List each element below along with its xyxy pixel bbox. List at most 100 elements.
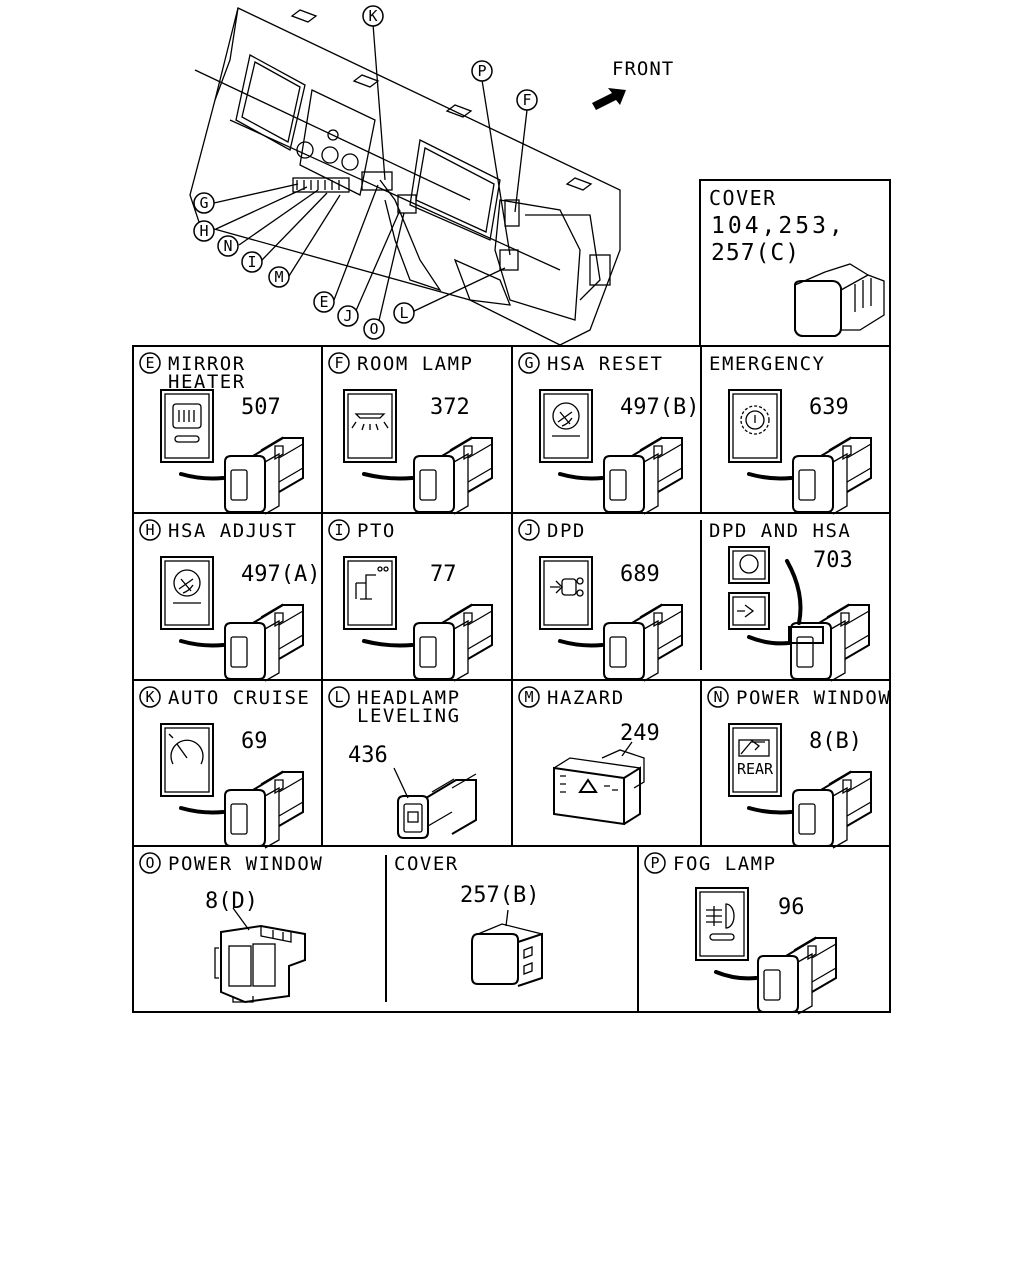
power-window-rear-icon: REAR (728, 723, 782, 797)
switch-body-icon (792, 436, 872, 515)
callout-j: J (337, 305, 359, 327)
panel-title: HSA RESET (547, 353, 663, 375)
panel-title: HSA ADJUST (168, 520, 297, 542)
panel-letter-n: N (707, 686, 729, 708)
panel-letter-n-letter: N (713, 688, 722, 706)
switch-body-icon (224, 603, 304, 682)
panel-letter-e-letter: E (145, 354, 154, 372)
part-number: 703 (813, 548, 853, 573)
panel-title-line2: HEATER (168, 371, 246, 393)
auto-cruise-icon (160, 723, 214, 797)
part-number: 96 (778, 895, 805, 920)
part-number: 257(B) (460, 883, 539, 908)
panel-letter-j-letter: J (524, 521, 533, 539)
cover-top-title: COVER (709, 186, 777, 210)
part-number: 249 (620, 721, 660, 746)
callout-h-letter: H (199, 222, 208, 240)
panel-title: FOG LAMP (673, 853, 777, 875)
hsa-reset-icon (539, 389, 593, 463)
panel-title: DPD (547, 520, 586, 542)
panel-title-line2: LEVELING (357, 705, 461, 727)
fog-lamp-icon (695, 887, 749, 961)
panel-letter-f-letter: F (334, 354, 343, 372)
panel-letter-i: I (328, 519, 350, 541)
cover-top-part-numbers-1: 104,253, (711, 213, 846, 239)
panel-letter-h-letter: H (145, 521, 154, 539)
callout-f: F (516, 89, 538, 111)
panel-letter-g-letter: G (524, 354, 533, 372)
panel-letter-p-letter: P (650, 854, 659, 872)
switch-body-icon (603, 603, 683, 682)
callout-h: H (193, 220, 215, 242)
callout-e: E (313, 291, 335, 313)
panel-title: POWER WINDOW (736, 687, 891, 709)
panel-j: J DPD 689 (518, 519, 683, 682)
dpd-icon (539, 556, 593, 630)
switch-body-icon (603, 436, 683, 515)
callout-p-letter: P (477, 62, 486, 80)
panel-letter-i-letter: I (334, 521, 343, 539)
cover-blank-icon (471, 923, 543, 987)
dpd-hsa-plate-top-icon (728, 546, 770, 584)
part-number: 497(A) (241, 562, 320, 587)
panel-letter-m-letter: M (524, 688, 533, 706)
callout-f-letter: F (522, 91, 531, 109)
panel-letter-m: M (518, 686, 540, 708)
panel-title: MIRROR (168, 353, 246, 375)
part-number: 507 (241, 395, 281, 420)
panel-title: COVER (394, 853, 459, 875)
rear-label: REAR (737, 760, 774, 778)
part-number: 372 (430, 395, 470, 420)
panel-title: PTO (357, 520, 396, 542)
callout-j-letter: J (343, 307, 352, 325)
panel-title: HAZARD (547, 687, 625, 709)
mirror-heater-icon (160, 389, 214, 463)
power-window-switch-icon (214, 924, 306, 1004)
callout-i: I (241, 251, 263, 273)
panel-letter-o-letter: O (145, 854, 154, 872)
panel-title: EMERGENCY (709, 353, 825, 375)
switch-body-icon (757, 936, 837, 1015)
hsa-adjust-icon (160, 556, 214, 630)
emergency-icon (728, 389, 782, 463)
callout-i-letter: I (247, 253, 256, 271)
callout-p: P (471, 60, 493, 82)
cover-top-part-icon (794, 263, 885, 337)
switch-body-icon (224, 770, 304, 849)
part-number: 497(B) (620, 395, 699, 420)
panel-g: G HSA RESET 497(B) (518, 352, 699, 515)
panel-i: I PTO 77 (328, 519, 493, 682)
callout-k-letter: K (368, 7, 377, 25)
hazard-icon (553, 749, 645, 826)
cover-top-part-numbers-2: 257(C) (711, 240, 801, 266)
switch-body-icon (790, 603, 870, 682)
panel-m: M HAZARD 249 (518, 686, 660, 826)
panel-letter-k-letter: K (145, 688, 154, 706)
callout-o: O (363, 318, 385, 340)
callout-leaders (213, 23, 528, 326)
callout-l: L (393, 302, 415, 324)
part-number: 8(B) (809, 729, 862, 754)
part-number: 77 (430, 562, 457, 587)
panel-title: AUTO CRUISE (168, 687, 310, 709)
panel-letter-j: J (518, 519, 540, 541)
switch-body-icon (224, 436, 304, 515)
switch-body-icon (413, 603, 493, 682)
part-number: 689 (620, 562, 660, 587)
callout-o-letter: O (369, 320, 378, 338)
panel-h: H HSA ADJUST 497(A) (139, 519, 320, 682)
panel-letter-k: K (139, 686, 161, 708)
callout-n: N (217, 235, 239, 257)
panel-letter-f: F (328, 352, 350, 374)
panel-title: HEADLAMP (357, 687, 461, 709)
panel-letter-p: P (644, 852, 666, 874)
panel-letter-o: O (139, 852, 161, 874)
